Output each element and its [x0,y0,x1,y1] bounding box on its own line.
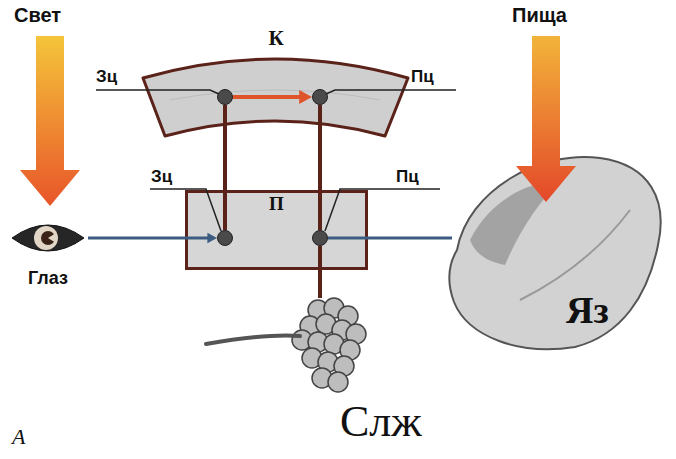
organ-label: Яз [566,288,609,332]
stimulus-label: Свет [14,4,61,27]
eye-picture [8,212,88,302]
connector-line [318,105,322,230]
center-label: Пц [396,167,419,187]
center-label: Пц [411,67,434,87]
light-arrow [20,36,80,206]
center-dot: Зц [217,89,233,105]
panel-letter: А [12,424,25,450]
organ-label: Глаз [8,268,88,289]
connector-line [88,237,209,240]
connector-line [223,105,227,230]
connector [320,105,321,230]
subcortex-box: П Зц Пц [185,190,368,270]
connector-line [328,237,452,240]
center-dot: Пц [312,89,328,105]
center-dot: Пц [312,230,328,246]
connector [320,246,321,298]
connector-line [233,95,302,99]
gland-duct [206,335,300,344]
connector [328,238,452,239]
cortex-band: К Зц Пц [140,26,412,142]
region-letter: К [140,26,412,51]
center-label: Зц [151,167,172,187]
connector-line [318,246,322,298]
salivary-gland: Слж [285,298,380,398]
stimulus-label: Пища [512,4,567,27]
connector [225,105,226,230]
eye: Глаз [8,212,88,302]
gland-picture [285,298,380,398]
center-dot: Зц [217,230,233,246]
region-letter: П [188,193,365,215]
organ-label: Слж [340,396,422,447]
center-label: Зц [96,67,117,87]
